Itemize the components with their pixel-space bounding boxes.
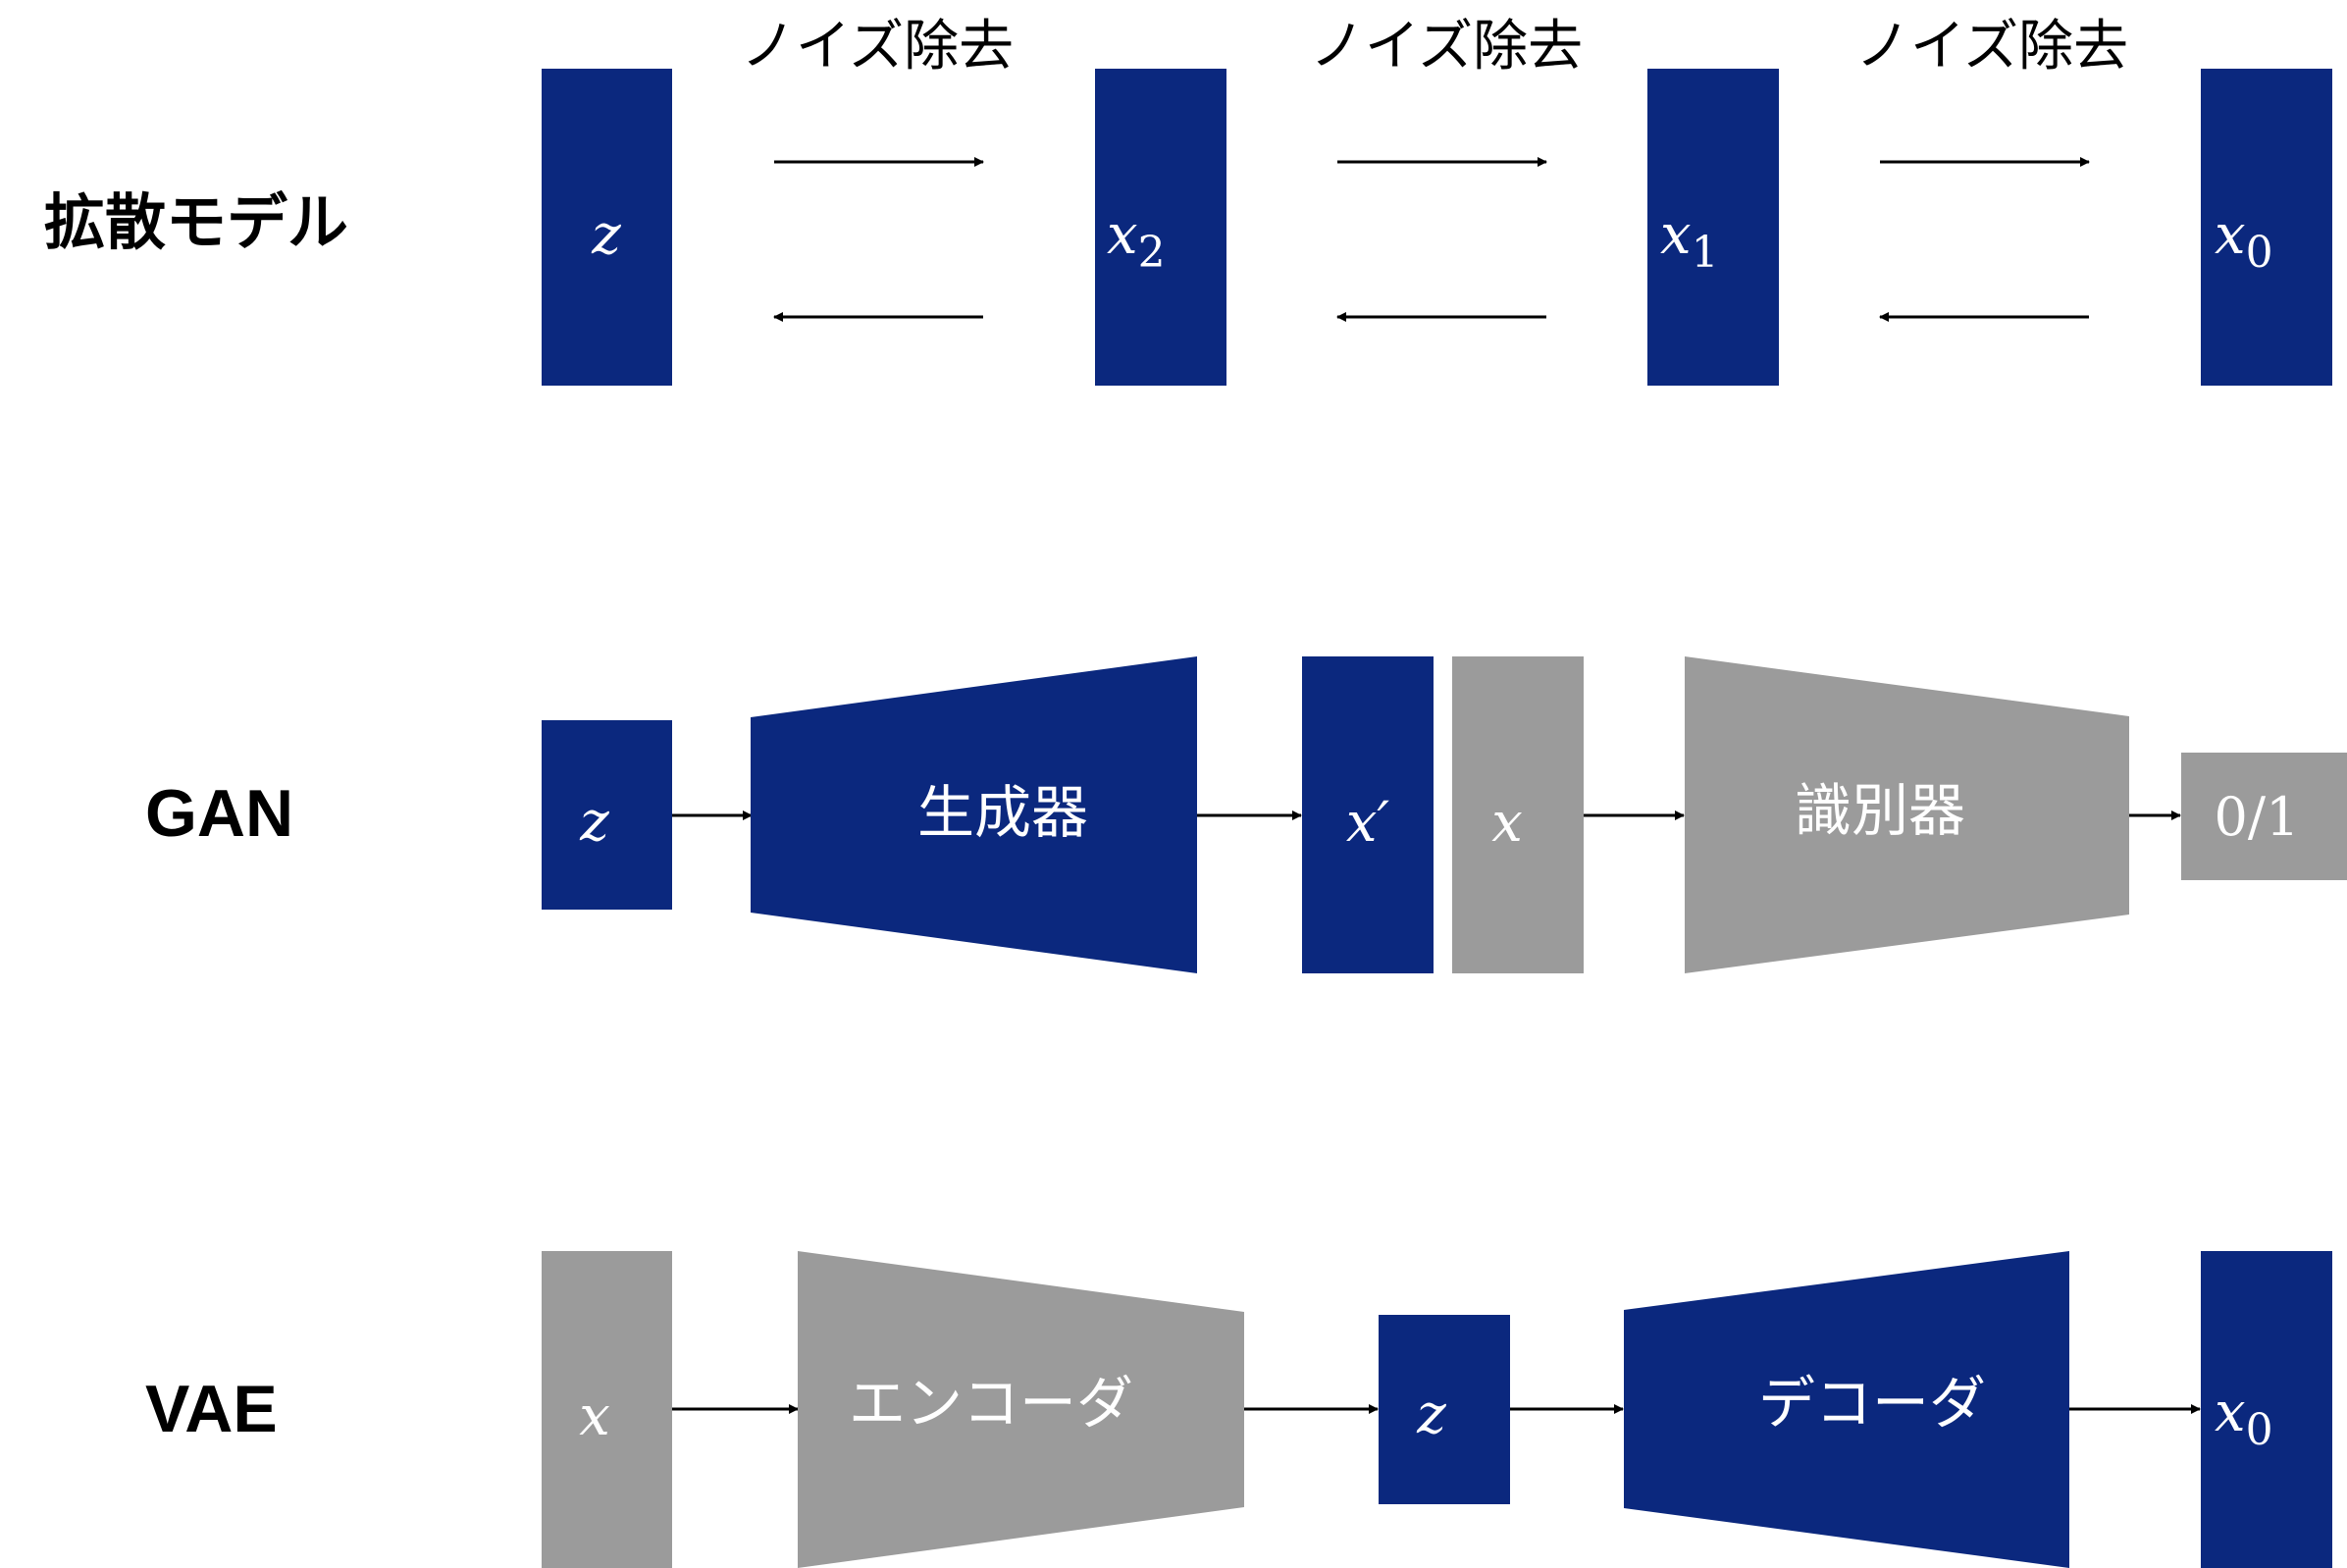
- gan-z-block: [542, 720, 672, 910]
- decoder-label: デコーダ: [1758, 1370, 1986, 1437]
- diffusion-z-block: [542, 69, 672, 386]
- denoise-label-2: ノイズ除去: [1310, 15, 1583, 78]
- vae-row: VAE x エンコーダ z デコーダ x0: [145, 1251, 2332, 1568]
- gan-real-sample-label: x: [1491, 791, 1523, 855]
- denoise-label-1: ノイズ除去: [741, 15, 1014, 78]
- gan-fake-sample-block: [1302, 656, 1434, 973]
- gan-output-block: [2181, 753, 2347, 880]
- vae-x0-block: [2201, 1251, 2332, 1568]
- gan-row: GAN z 生成器 x′ x 識別器 0/1: [145, 656, 2347, 973]
- vae-z-label: z: [1416, 1383, 1446, 1446]
- gan-z-label: z: [579, 790, 609, 854]
- diffusion-z-label: z: [591, 203, 621, 267]
- generator-block: [751, 656, 1197, 973]
- vae-z-block: [1379, 1315, 1510, 1504]
- vae-x-label: x: [579, 1385, 610, 1448]
- discriminator-block: [1685, 656, 2129, 973]
- diffusion-x0-label: x0: [2215, 203, 2273, 278]
- diffusion-x2-label: x2: [1107, 203, 1166, 278]
- vae-x0-label: x0: [2215, 1381, 2273, 1455]
- diffusion-row-label: 拡散モデル: [44, 189, 348, 257]
- encoder-block: [798, 1251, 1244, 1568]
- gan-fake-sample-label: x′: [1346, 791, 1390, 855]
- gan-row-label: GAN: [145, 776, 293, 851]
- gan-real-sample-block: [1452, 656, 1584, 973]
- diffusion-x0-block: [2201, 69, 2332, 386]
- encoder-label: エンコーダ: [849, 1370, 1133, 1437]
- diffusion-x1-block: [1647, 69, 1779, 386]
- vae-x-block: [542, 1251, 672, 1568]
- gan-output-label: 0/1: [2215, 786, 2300, 848]
- generator-label: 生成器: [917, 779, 1088, 846]
- decoder-block: [1624, 1251, 2069, 1568]
- vae-row-label: VAE: [145, 1372, 278, 1446]
- denoise-label-3: ノイズ除去: [1855, 15, 2128, 78]
- diffusion-row: 拡散モデル z x2 x1 x0 ノイズ除去 ノイズ除去 ノイズ除去: [44, 15, 2332, 386]
- discriminator-label: 識別器: [1795, 777, 1965, 844]
- diffusion-x2-block: [1095, 69, 1226, 386]
- diffusion-x1-label: x1: [1660, 203, 1719, 278]
